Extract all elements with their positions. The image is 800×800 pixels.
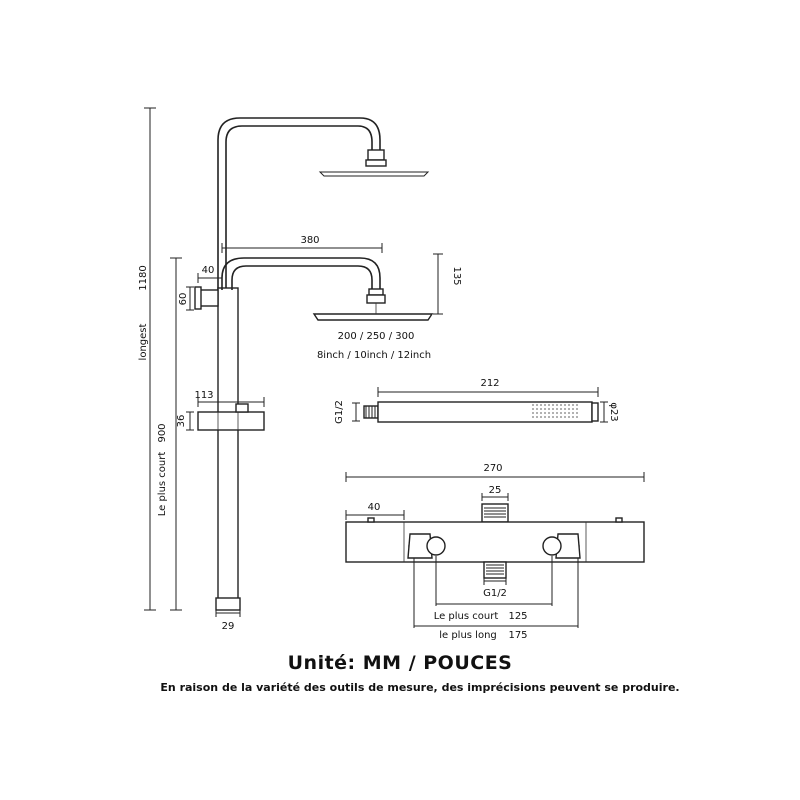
- dim-mixer-top-outlet: 25: [481, 485, 509, 501]
- dim-mixer-bottom-thread: G1/2: [483, 577, 507, 599]
- pipe-diameter-value: 29: [222, 621, 235, 632]
- mixer-short-spacing-label: Le plus court: [434, 611, 499, 622]
- dim-shelf-width: 113: [194, 390, 265, 407]
- dim-mixer-end-cap: 40: [345, 502, 405, 520]
- mixer-left-handle: [407, 533, 446, 559]
- mixer-valve: 270 40 25 G1/2 Le plus court: [345, 463, 645, 641]
- slide-height-value: 900: [157, 423, 168, 442]
- unit-title: Unité: MM / POUCES: [287, 652, 513, 674]
- head-sizes-inch: 8inch / 10inch / 12inch: [317, 350, 431, 361]
- shelf-height-value: 36: [176, 415, 187, 428]
- mixer-right-handle: [542, 533, 581, 559]
- arm-length-value: 380: [300, 235, 319, 246]
- mixer-long-spacing-label: le plus long: [439, 630, 497, 641]
- bracket-offset-value: 40: [202, 265, 215, 276]
- dim-arm-drop: 135: [433, 253, 462, 315]
- hand-shower-nozzles: [532, 404, 580, 418]
- shower-column: longest 1180 Le plus court 900 380 40: [138, 107, 462, 632]
- hand-diameter-value: φ23: [608, 402, 619, 421]
- column-rail: [194, 257, 434, 611]
- dim-hand-thread: G1/2: [334, 400, 360, 424]
- bracket-height-value: 60: [178, 293, 189, 306]
- column-shelf: [197, 403, 265, 431]
- hand-length-value: 212: [480, 378, 499, 389]
- mixer-bottom-thread-value: G1/2: [483, 588, 507, 599]
- dim-shelf-height: 36: [176, 411, 194, 431]
- mixer-top-outlet-value: 25: [489, 485, 502, 496]
- dim-mixer-width: 270: [345, 463, 645, 482]
- mixer-end-cap-value: 40: [368, 502, 381, 513]
- dim-bracket-offset: 40: [197, 265, 223, 283]
- total-height-value: 1180: [138, 265, 149, 290]
- disclaimer-text: En raison de la variété des outils de me…: [160, 681, 680, 694]
- dim-mixer-long-spacing: le plus long 175: [413, 558, 579, 641]
- dim-mixer-short-spacing: Le plus court 125: [434, 556, 553, 622]
- mixer-short-spacing-value: 125: [508, 611, 527, 622]
- dim-hand-length: 212: [377, 378, 599, 397]
- dim-hand-diameter: φ23: [600, 401, 619, 423]
- total-height-label: longest: [138, 323, 149, 360]
- dim-bracket-height: 60: [178, 286, 194, 311]
- dim-pipe-diameter: 29: [215, 609, 241, 632]
- hand-thread-value: G1/2: [334, 400, 345, 424]
- column-extended-outline: [217, 117, 430, 290]
- hand-shower: 212 G1/2 φ23: [334, 378, 619, 424]
- mixer-width-value: 270: [483, 463, 502, 474]
- head-sizes-mm: 200 / 250 / 300: [338, 331, 415, 342]
- dim-arm-length: 380: [221, 235, 383, 253]
- mixer-long-spacing-value: 175: [508, 630, 527, 641]
- dim-total-height: longest 1180: [138, 107, 156, 611]
- dim-slide-height: Le plus court 900: [157, 257, 182, 611]
- arm-drop-value: 135: [451, 266, 462, 285]
- shelf-width-value: 113: [194, 390, 213, 401]
- slide-height-label: Le plus court: [157, 452, 168, 517]
